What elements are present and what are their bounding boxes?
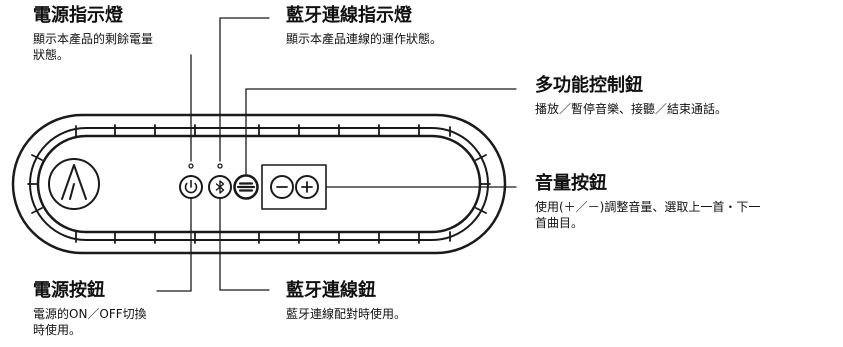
plus-icon: [301, 181, 313, 193]
multifunction-desc: 播放／暫停音樂、接聽／結束通話。: [535, 102, 728, 116]
bluetooth-indicator-label: 藍牙連線指示燈 顯示本產品連線的運作狀態。: [286, 5, 442, 47]
multifunction-title: 多功能控制鈕: [535, 75, 643, 96]
volume-title: 音量按鈕: [535, 173, 607, 194]
power-icon: [184, 179, 198, 194]
power-indicator-led: [188, 163, 194, 169]
grille-ticks: [27, 124, 491, 244]
power-button-desc: 電源的ON／OFF切換 時使用。: [33, 306, 147, 338]
device-face: [36, 134, 482, 234]
bluetooth-button-desc: 藍牙連線配對時使用。: [286, 307, 407, 321]
power-indicator-desc-line1: 顯示本產品的剩餘電量: [33, 32, 154, 46]
logo-icon: [48, 158, 100, 210]
volume-desc-line1: 使用(＋／－)調整音量、選取上一首・下一: [535, 200, 761, 214]
power-indicator-title: 電源指示燈: [33, 5, 123, 26]
power-button-desc-line1: 電源的ON／OFF切換: [33, 307, 147, 321]
power-button-desc-line2: 時使用。: [33, 323, 82, 337]
volume-up-button[interactable]: [295, 175, 319, 199]
multifunction-icon: [236, 182, 256, 192]
power-button[interactable]: [179, 175, 203, 199]
volume-down-button[interactable]: [270, 175, 294, 199]
bluetooth-button-title: 藍牙連線鈕: [286, 280, 376, 301]
multifunction-button[interactable]: [233, 174, 259, 200]
power-indicator-label: 電源指示燈 顯示本產品的剩餘電量 狀態。: [33, 5, 153, 63]
volume-desc: 使用(＋／－)調整音量、選取上一首・下一 首曲目。: [535, 199, 760, 231]
bluetooth-button-label: 藍牙連線鈕 藍牙連線配對時使用。: [286, 280, 406, 322]
volume-label: 音量按鈕 使用(＋／－)調整音量、選取上一首・下一 首曲目。: [535, 173, 760, 231]
power-button-title: 電源按鈕: [33, 280, 105, 301]
power-indicator-desc: 顯示本產品的剩餘電量 狀態。: [33, 31, 153, 63]
power-button-label: 電源按鈕 電源的ON／OFF切換 時使用。: [33, 280, 147, 338]
bluetooth-icon: [215, 180, 225, 194]
bluetooth-indicator-title: 藍牙連線指示燈: [286, 5, 412, 26]
bluetooth-indicator-desc: 顯示本產品連線的運作狀態。: [286, 32, 443, 46]
leader-lines: [156, 17, 517, 292]
device-outer-shell: [11, 113, 507, 255]
bluetooth-indicator-led: [217, 163, 223, 169]
volume-desc-line2: 首曲目。: [535, 216, 584, 230]
power-indicator-desc-line2: 狀態。: [33, 48, 70, 62]
multifunction-label: 多功能控制鈕 播放／暫停音樂、接聽／結束通話。: [535, 75, 727, 117]
bluetooth-button[interactable]: [208, 175, 232, 199]
